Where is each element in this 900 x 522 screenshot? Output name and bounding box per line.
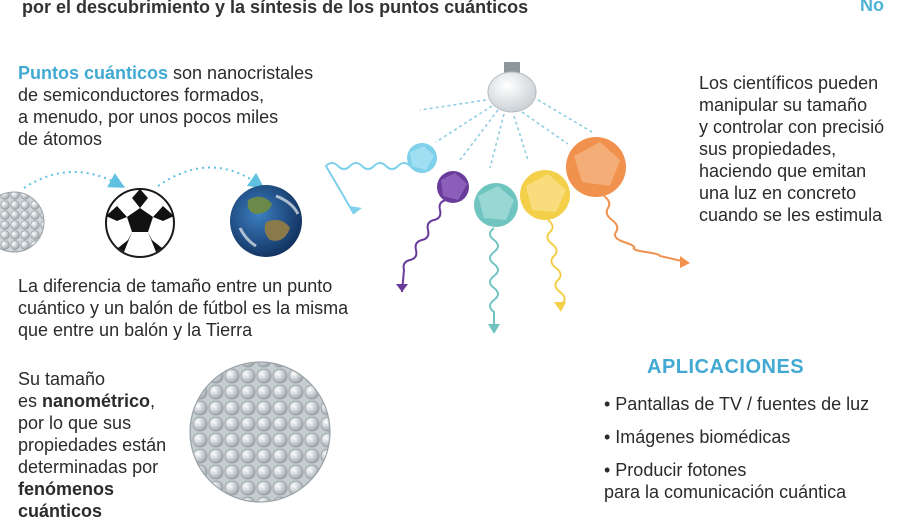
intro-line4: de átomos [18,129,103,149]
arrow-nanocrystal-to-ball [23,170,126,189]
emission-purple [401,199,447,293]
right-line7: cuando se les estimula [699,205,883,225]
size-line5: determinadas por [18,457,159,477]
quantum-dot-blue [407,143,437,173]
intro-line2: de semiconductores formados, [18,85,265,105]
applications-panel [570,346,900,506]
application-item-biomedical: • Imágenes biomédicas [604,427,791,447]
size-line2-bold: nanométrico [42,391,151,411]
right-line4: sus propiedades, [699,139,837,159]
emission-blue [324,162,411,215]
quantum-dot-purple [437,171,469,203]
arrow-ball-to-earth [157,166,265,189]
intro-line3: a menudo, por unos pocos miles [18,107,279,127]
emission-teal [489,227,499,330]
quantum-dot-yellow [520,170,570,220]
application-item-tv: • Pantallas de TV / fuentes de luz [604,394,870,414]
size-line6: fenómenos [18,479,115,499]
nanocrystal-large-icon [189,361,331,503]
illustration [0,62,900,506]
size-line3: por lo que sus [18,413,132,433]
quantum-dot-orange [566,137,626,197]
comparison-line2: cuántico y un balón de fútbol es la mism… [18,298,349,318]
size-line2-suffix: , [150,391,156,411]
earth-icon [230,185,302,257]
size-line1: Su tamaño [18,369,106,389]
intro-highlight: Puntos cuánticos [18,63,169,83]
nanocrystal-icon [0,191,45,253]
brand-mark: No [860,0,884,15]
application-item-photons: • Producir fotones [604,460,747,480]
right-line1: Los científicos pueden [699,73,879,93]
intro-paragraph: Puntos cuánticos son nanocristales de se… [18,62,313,150]
size-line2-prefix: es [18,391,43,411]
comparison-line1: La diferencia de tamaño entre un punto [18,276,333,296]
right-paragraph: Los científicos pueden manipular su tama… [699,72,884,226]
comparison-paragraph: La diferencia de tamaño entre un punto c… [18,275,348,341]
emission-orange [603,195,687,263]
comparison-line3: que entre un balón y la Tierra [18,320,253,340]
emission-yellow [546,219,566,309]
right-line6: una luz en concreto [699,183,857,203]
intro-line1-rest: son nanocristales [168,63,314,83]
applications-title: APLICACIONES [647,356,805,378]
right-line5: haciendo que emitan [699,161,867,181]
subtitle: por el descubrimiento y la síntesis de l… [22,0,529,17]
application-item-photons-cont: para la comunicación cuántica [604,482,847,502]
right-line2: manipular su tamaño [699,95,868,115]
right-line3: y controlar con precisió [699,117,885,137]
quantum-dot-teal [474,183,518,227]
light-bulb-icon [487,62,537,113]
size-line7: cuánticos [18,501,103,521]
soccer-ball-icon [105,188,175,258]
size-line4: propiedades están [18,435,167,455]
size-paragraph: Su tamaño es nanométrico, por lo que sus… [18,368,166,522]
